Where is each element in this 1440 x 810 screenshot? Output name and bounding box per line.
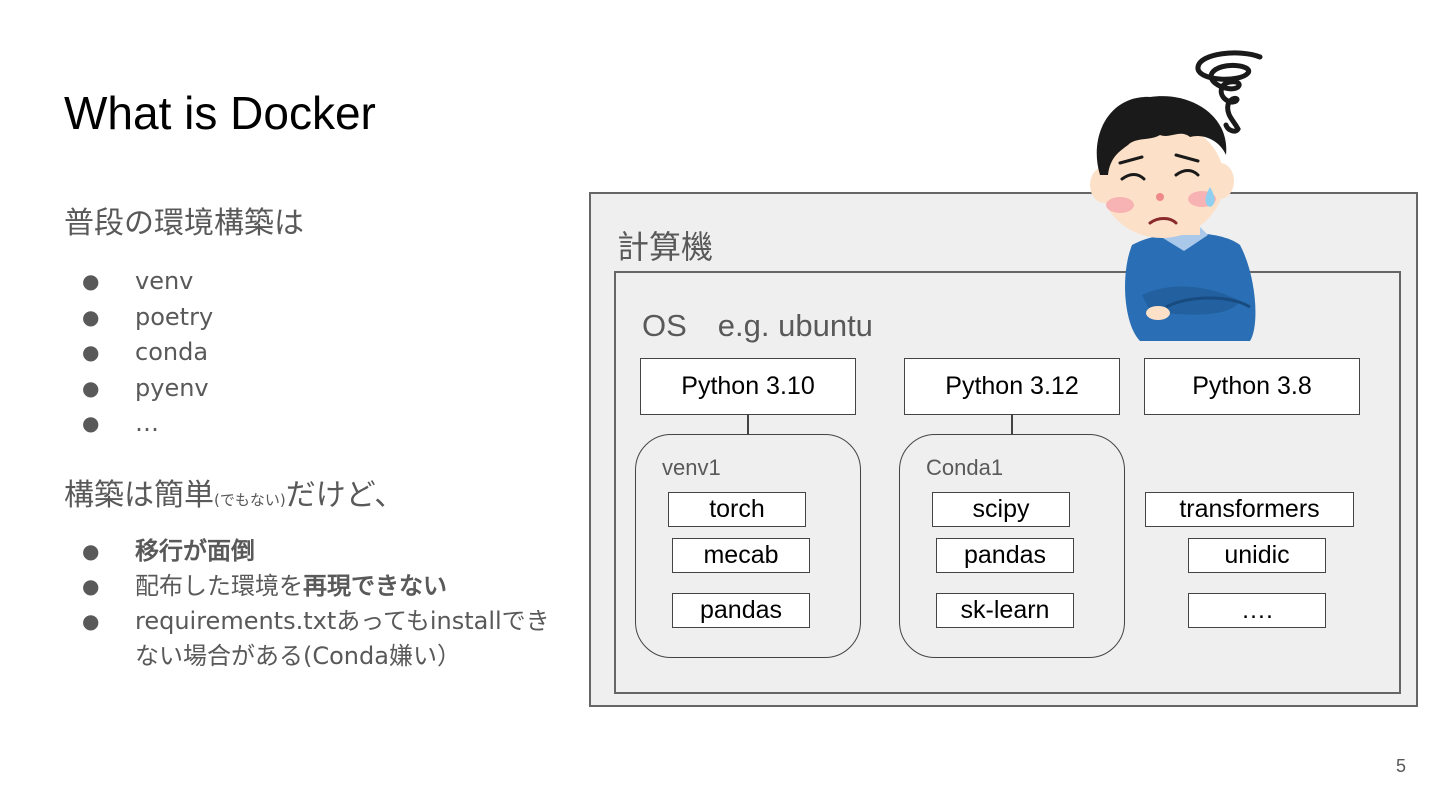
list-item: ●venv: [64, 264, 213, 300]
connector-line: [747, 415, 749, 435]
package-box: torch: [668, 492, 806, 527]
bullet-icon: ●: [82, 340, 100, 364]
heading-usual-setup: 普段の環境構築は: [64, 206, 304, 241]
list-item: ●conda: [64, 335, 213, 371]
problem-list: ●移行が面倒 ●配布した環境を再現できない ●requirements.txtあ…: [64, 534, 550, 674]
list-item: ●移行が面倒: [64, 534, 550, 569]
worried-person-illustration: [1090, 50, 1263, 341]
bullet-icon: ●: [82, 304, 100, 329]
bullet-icon: ●: [82, 375, 100, 400]
env-label: venv1: [662, 455, 721, 480]
page-number: 5: [1395, 756, 1406, 776]
list-item: ●pyenv: [64, 371, 213, 407]
package-box: mecab: [672, 538, 810, 573]
package-box: pandas: [672, 593, 810, 628]
bullet-icon: ●: [82, 539, 100, 563]
heading-setup-easy: 構築は簡単(でもない)だけど、: [64, 478, 405, 513]
python-box: Python 3.12: [904, 358, 1120, 415]
dizzy-swirl-icon: [1195, 50, 1263, 134]
list-item: ●requirements.txtあってもinstallできない場合がある(Co…: [64, 604, 550, 674]
bullet-icon: ●: [82, 609, 100, 633]
list-item: ●poetry: [64, 300, 213, 336]
package-box: ….: [1188, 593, 1326, 628]
tool-list: ●venv ●poetry ●conda ●pyenv ●…: [64, 264, 213, 442]
slide-title: What is Docker: [64, 87, 376, 139]
sweat-drop-icon: [1205, 187, 1215, 207]
list-item: ●配布した環境を再現できない: [64, 569, 550, 604]
python-box: Python 3.8: [1144, 358, 1360, 415]
connector-line: [1011, 415, 1013, 435]
package-box: scipy: [932, 492, 1070, 527]
bullet-icon: ●: [82, 574, 100, 598]
bullet-icon: ●: [82, 411, 100, 435]
machine-label: 計算機: [617, 228, 714, 266]
package-box: transformers: [1145, 492, 1354, 527]
package-box: pandas: [936, 538, 1074, 573]
list-item: ●…: [64, 406, 213, 442]
bullet-icon: ●: [82, 269, 100, 293]
package-box: unidic: [1188, 538, 1326, 573]
env-label: Conda1: [926, 455, 1004, 480]
hair: [1096, 96, 1227, 175]
python-box: Python 3.10: [640, 358, 856, 415]
package-box: sk-learn: [936, 593, 1074, 628]
os-label: OS e.g. ubuntu: [642, 308, 873, 343]
